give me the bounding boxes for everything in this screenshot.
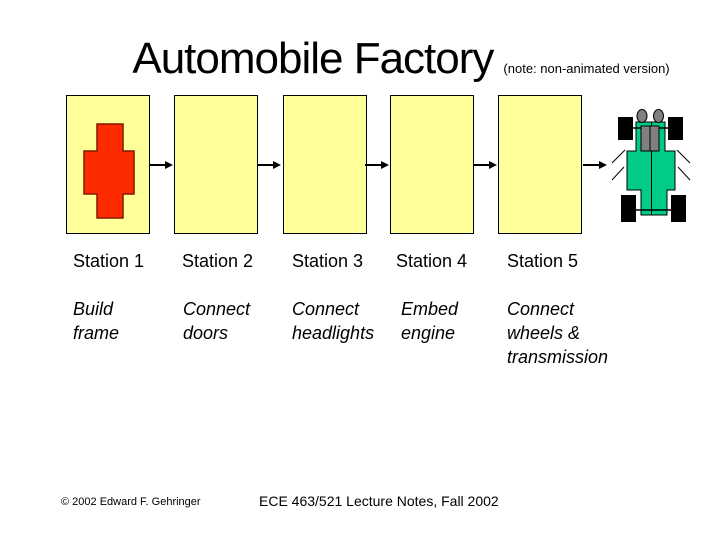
flow-arrow-2 — [257, 161, 281, 169]
footer-course: ECE 463/521 Lecture Notes, Fall 2002 — [259, 493, 499, 509]
headlight-beam-right-upper — [676, 149, 691, 164]
headlight-right-icon — [653, 109, 664, 123]
station-name-3: Station 3 — [292, 251, 364, 271]
arrow-line — [473, 164, 490, 166]
station-box-1 — [66, 95, 150, 234]
station-task-4: Embed engine — [401, 299, 459, 343]
slide-title: Automobile Factory — [132, 34, 494, 83]
arrow-line — [365, 164, 382, 166]
arrow-head-icon — [273, 161, 281, 169]
station-name-1: Station 1 — [73, 251, 145, 271]
wheel-rear-left-icon — [621, 195, 636, 222]
arrow-head-icon — [165, 161, 173, 169]
arrow-head-icon — [599, 161, 607, 169]
flow-arrow-1 — [149, 161, 173, 169]
station-box-4 — [390, 95, 474, 234]
arrow-head-icon — [381, 161, 389, 169]
title-note: (note: non-animated version) — [503, 61, 670, 76]
headlight-beam-left-lower — [612, 166, 625, 181]
station-box-3 — [283, 95, 367, 234]
flow-arrow-5 — [583, 161, 607, 169]
station-box-5 — [498, 95, 582, 234]
arrow-line — [149, 164, 166, 166]
station-task-2: Connect doors — [183, 299, 251, 343]
car-frame-icon — [83, 123, 135, 219]
engine-block-right-icon — [649, 125, 660, 152]
flow-arrow-3 — [365, 161, 389, 169]
headlight-left-icon — [636, 109, 648, 123]
flow-arrow-4 — [473, 161, 497, 169]
title-row: Automobile Factory (note: non-animated v… — [0, 34, 720, 84]
arrow-head-icon — [489, 161, 497, 169]
station-task-3: Connect headlights — [292, 299, 375, 343]
station-name-2: Station 2 — [182, 251, 254, 271]
station-name-4: Station 4 — [396, 251, 468, 271]
station-task-5: Connect wheels & transmission — [507, 299, 609, 367]
station-box-2 — [174, 95, 258, 234]
headlight-beam-left-upper — [612, 149, 626, 164]
headlight-beam-right-lower — [677, 166, 691, 181]
assembled-car-icon — [612, 109, 691, 222]
arrow-line — [583, 164, 600, 166]
footer-copyright: © 2002 Edward F. Gehringer — [61, 496, 201, 508]
station-name-5: Station 5 — [507, 251, 579, 271]
car-frame-shape — [83, 123, 135, 219]
arrow-line — [257, 164, 274, 166]
wheel-rear-right-icon — [671, 195, 686, 222]
engine-block-left-icon — [640, 125, 651, 152]
station-task-1: Build frame — [73, 299, 120, 343]
